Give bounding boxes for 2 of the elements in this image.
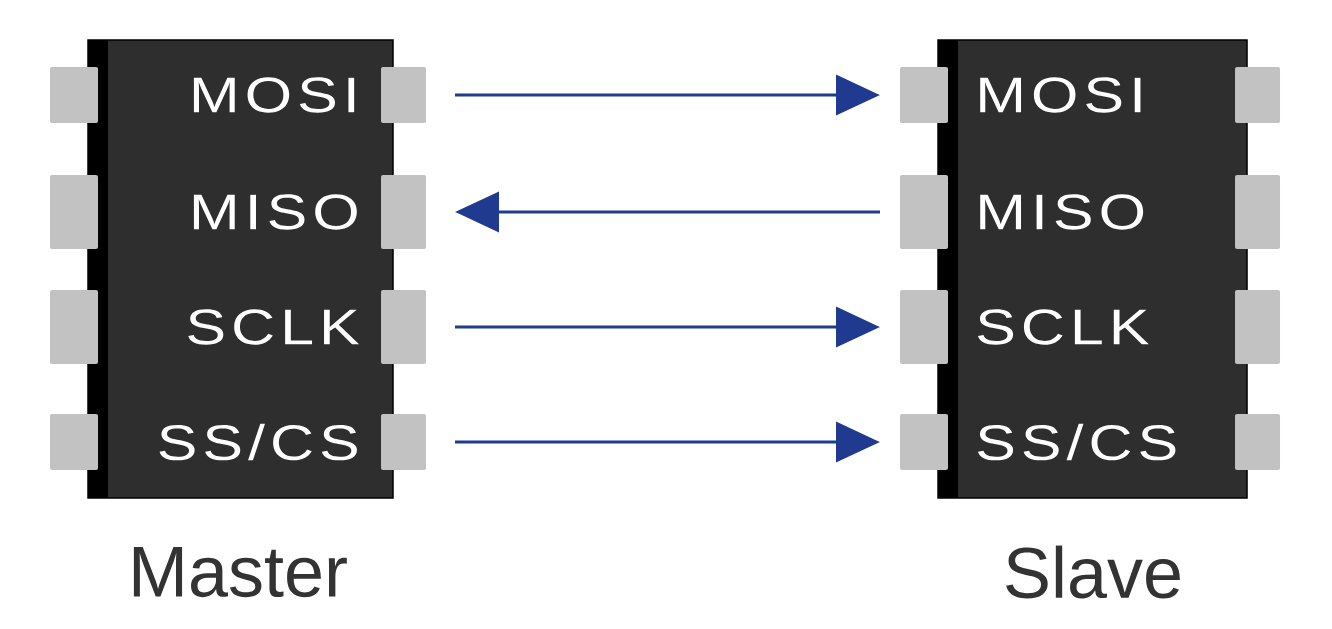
chip-caption: Slave xyxy=(1006,545,1180,599)
chip-caption: Master xyxy=(133,546,347,598)
